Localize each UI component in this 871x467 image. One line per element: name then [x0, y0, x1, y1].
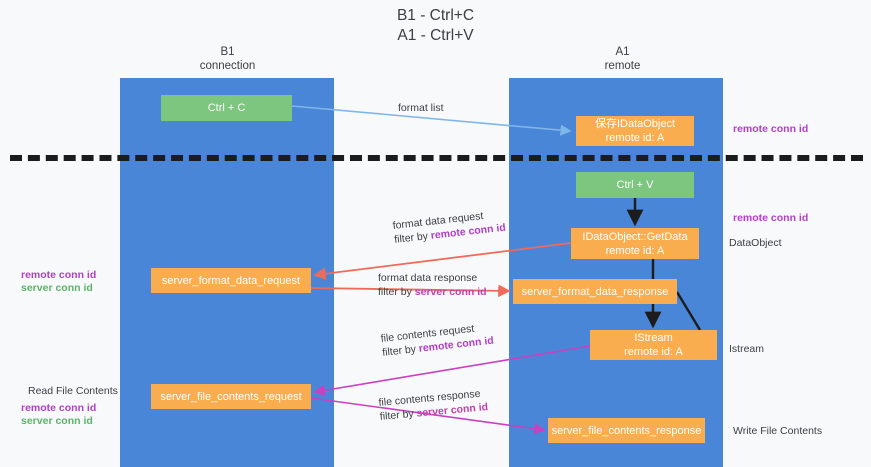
node-idataobject-text: 保存IDataObject remote id: A	[595, 117, 675, 145]
annotation-left-server-conn-id-bottom: server conn id	[21, 415, 93, 427]
node-idataobject-getdata[interactable]: IDataObject::GetData remote id: A	[571, 228, 699, 259]
edge-label-format-data-request: format data request filter by remote con…	[392, 207, 506, 247]
edge-label-file-contents-response: file contents response filter by server …	[378, 386, 489, 424]
node-server-file-contents-response-label: server_file_contents_response	[551, 424, 702, 437]
annotation-write-file-contents: Write File Contents	[733, 425, 823, 437]
node-istream[interactable]: IStream remote id: A	[590, 330, 717, 360]
edge-label-format-list: format list	[398, 101, 444, 115]
swimlane-header-b1-subtitle: connection	[199, 59, 256, 72]
node-server-file-contents-response[interactable]: server_file_contents_response	[548, 418, 705, 443]
annotation-read-file-contents: Read File Contents	[28, 385, 118, 397]
node-ctrl-c-label: Ctrl + C	[207, 102, 246, 114]
swimlane-header-a1-name: A1	[615, 46, 630, 58]
filter-prefix: filter by	[379, 407, 418, 423]
node-getdata-line2: remote id: A	[605, 244, 665, 257]
node-istream-line1: IStream	[634, 332, 673, 344]
node-idataobject-line1: 保存IDataObject	[594, 118, 676, 130]
edge-label-format-list-line1: format list	[398, 102, 444, 114]
title-line-2: A1 - Ctrl+V	[397, 27, 474, 44]
swimlane-header-b1-name: B1	[220, 46, 235, 58]
swimlane-header-a1: A1 remote	[545, 46, 700, 73]
swimlane-header-a1-subtitle: remote	[604, 59, 641, 72]
annotation-istream: Istream	[729, 343, 765, 355]
node-ctrl-v[interactable]: Ctrl + V	[576, 172, 694, 198]
swimlane-header-b1: B1 connection	[150, 46, 305, 73]
filter-prefix: filter by	[381, 342, 420, 359]
node-server-format-data-request-label: server_format_data_request	[161, 274, 301, 287]
node-getdata-text: IDataObject::GetData remote id: A	[582, 230, 687, 258]
phase-divider	[10, 155, 863, 161]
page-title: B1 - Ctrl+C A1 - Ctrl+V	[0, 6, 871, 46]
node-server-format-data-response[interactable]: server_format_data_response	[513, 279, 677, 304]
node-istream-line2: remote id: A	[624, 346, 683, 358]
node-ctrl-v-label: Ctrl + V	[616, 179, 654, 191]
node-server-file-contents-request[interactable]: server_file_contents_request	[151, 384, 311, 409]
node-idataobject-line2: remote id: A	[605, 132, 665, 144]
node-getdata-line1: IDataObject::GetData	[582, 230, 688, 243]
annotation-left-server-conn-id-top: server conn id	[21, 282, 93, 294]
node-ctrl-c[interactable]: Ctrl + C	[161, 95, 292, 121]
title-line-1: B1 - Ctrl+C	[396, 7, 475, 24]
node-server-file-contents-request-label: server_file_contents_request	[160, 390, 302, 403]
node-idataobject[interactable]: 保存IDataObject remote id: A	[576, 116, 694, 146]
edge-label-format-data-response-line2: filter by server conn id	[378, 285, 487, 299]
annotation-right-remote-conn-id-mid: remote conn id	[733, 212, 809, 224]
annotation-left-remote-conn-id-top: remote conn id	[21, 269, 97, 281]
edge-label-format-data-response-line1: format data response	[378, 272, 478, 284]
annotation-right-remote-conn-id-top: remote conn id	[733, 123, 809, 135]
edge-label-format-data-response: format data response filter by server co…	[378, 271, 487, 299]
annotation-dataobject: DataObject	[729, 237, 782, 249]
edge-label-file-contents-request: file contents request filter by remote c…	[380, 320, 494, 360]
node-server-format-data-response-label: server_format_data_response	[521, 285, 669, 298]
highlight-server-conn-id: server conn id	[414, 286, 487, 298]
annotation-left-remote-conn-id-bottom: remote conn id	[21, 402, 97, 414]
node-istream-text: IStream remote id: A	[624, 331, 683, 359]
node-server-format-data-request[interactable]: server_format_data_request	[151, 268, 311, 293]
filter-prefix: filter by	[393, 229, 432, 246]
filter-prefix: filter by	[378, 286, 415, 298]
